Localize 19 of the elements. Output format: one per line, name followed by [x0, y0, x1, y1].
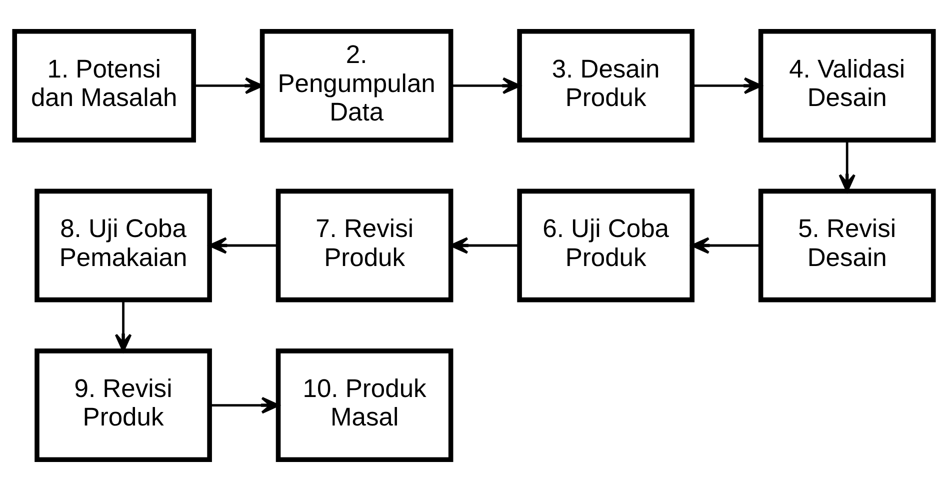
arrow: [194, 76, 264, 94]
node-box: 9. Revisi Produk: [34, 348, 212, 462]
node-box: 4. Validasi Desain: [758, 28, 936, 142]
arrow: [451, 76, 521, 94]
arrow: [114, 300, 132, 352]
node-box: 5. Revisi Desain: [758, 188, 936, 302]
node-box: 6. Uji Coba Produk: [517, 188, 694, 302]
node-box: 2. Pengumpulan Data: [260, 28, 454, 142]
arrow: [208, 236, 278, 254]
arrow: [210, 396, 280, 414]
arrow: [450, 236, 520, 254]
arrow: [691, 236, 761, 254]
node-box: 8. Uji Coba Pemakaian: [34, 188, 212, 302]
node-box: 3. Desain Produk: [517, 28, 694, 142]
arrow: [838, 140, 856, 192]
node-box: 10. Produk Masal: [276, 348, 454, 462]
node-box: 7. Revisi Produk: [276, 188, 454, 302]
node-box: 1. Potensi dan Masalah: [12, 28, 196, 142]
arrow: [692, 76, 762, 94]
